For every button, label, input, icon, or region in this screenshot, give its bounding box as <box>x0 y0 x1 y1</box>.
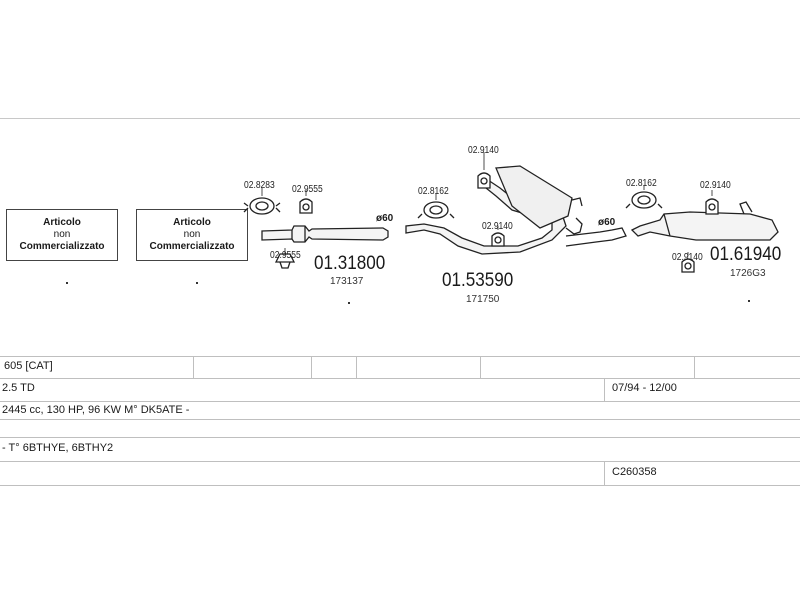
part-code-label: 02.9555 <box>292 184 323 195</box>
not-sold-line3: Commercializzato <box>19 241 105 252</box>
part-code-label: 02.9140 <box>672 252 703 263</box>
clamp-icon <box>625 191 663 209</box>
vehicle-model: 605 [CAT] <box>4 360 53 372</box>
front-muffler-shape <box>261 225 389 243</box>
part-code-large: 01.31800 <box>314 253 386 274</box>
top-rule <box>0 118 800 119</box>
part-code-label: 02.8162 <box>626 178 657 189</box>
diameter-label: ø60 <box>598 217 616 228</box>
middle-muffler-shape <box>405 165 627 255</box>
part-code-label: 02.9140 <box>468 145 499 156</box>
table-rule <box>0 419 800 420</box>
part-code-label: 02.9140 <box>700 180 731 191</box>
rubber-hanger-icon <box>274 253 296 269</box>
not-sold-box-1: Articolo non Commercializzato <box>6 209 118 261</box>
bullet-dot <box>196 282 198 284</box>
production-years: 07/94 - 12/00 <box>612 382 677 394</box>
not-sold-line2: non <box>53 229 71 240</box>
diameter-label: ø60 <box>376 213 394 224</box>
part-reference: 1726G3 <box>730 268 766 279</box>
part-code-label: 02.9555 <box>270 250 301 261</box>
clamp-icon <box>243 197 281 215</box>
rubber-hanger-icon <box>681 258 695 273</box>
rubber-hanger-icon <box>705 198 719 215</box>
table-rule <box>0 437 800 438</box>
not-sold-line3: Commercializzato <box>149 241 235 252</box>
rubber-hanger-icon <box>491 232 505 247</box>
engine-label: 2.5 TD <box>2 382 35 394</box>
bullet-dot <box>748 300 750 302</box>
table-divider <box>694 356 695 378</box>
table-divider <box>604 378 605 401</box>
not-sold-line1: Articolo <box>173 217 211 228</box>
table-rule <box>0 461 800 462</box>
engine-specs: 2445 cc, 130 HP, 96 KW M° DK5ATE - <box>2 404 190 416</box>
table-divider <box>480 356 481 378</box>
type-codes: - T° 6BTHYE, 6BTHY2 <box>2 442 114 454</box>
part-code-label: 02.8283 <box>244 180 275 191</box>
table-divider <box>356 356 357 378</box>
exhaust-parts-drawing <box>243 152 779 273</box>
leader-lines <box>261 152 713 256</box>
part-code-label: 02.8162 <box>418 186 449 197</box>
part-code-label: 02.9140 <box>482 221 513 232</box>
table-divider <box>604 461 605 485</box>
part-code-large: 01.61940 <box>710 244 782 265</box>
part-reference: 173137 <box>330 276 364 287</box>
not-sold-line2: non <box>183 229 201 240</box>
bullet-dot <box>66 282 68 284</box>
catalog-code: C260358 <box>612 466 657 478</box>
not-sold-line1: Articolo <box>43 217 81 228</box>
rubber-hanger-icon <box>299 198 313 214</box>
clamp-icon <box>417 201 455 219</box>
not-sold-box-2: Articolo non Commercializzato <box>136 209 248 261</box>
rubber-hanger-icon <box>477 172 491 189</box>
part-code-large: 01.53590 <box>442 270 514 291</box>
part-reference: 171750 <box>466 294 500 305</box>
table-divider <box>193 356 194 378</box>
table-divider <box>311 356 312 378</box>
rear-muffler-shape <box>630 201 779 241</box>
table-rule <box>0 356 800 357</box>
table-rule <box>0 485 800 486</box>
table-rule <box>0 401 800 402</box>
table-rule <box>0 378 800 379</box>
bullet-dot <box>348 302 350 304</box>
